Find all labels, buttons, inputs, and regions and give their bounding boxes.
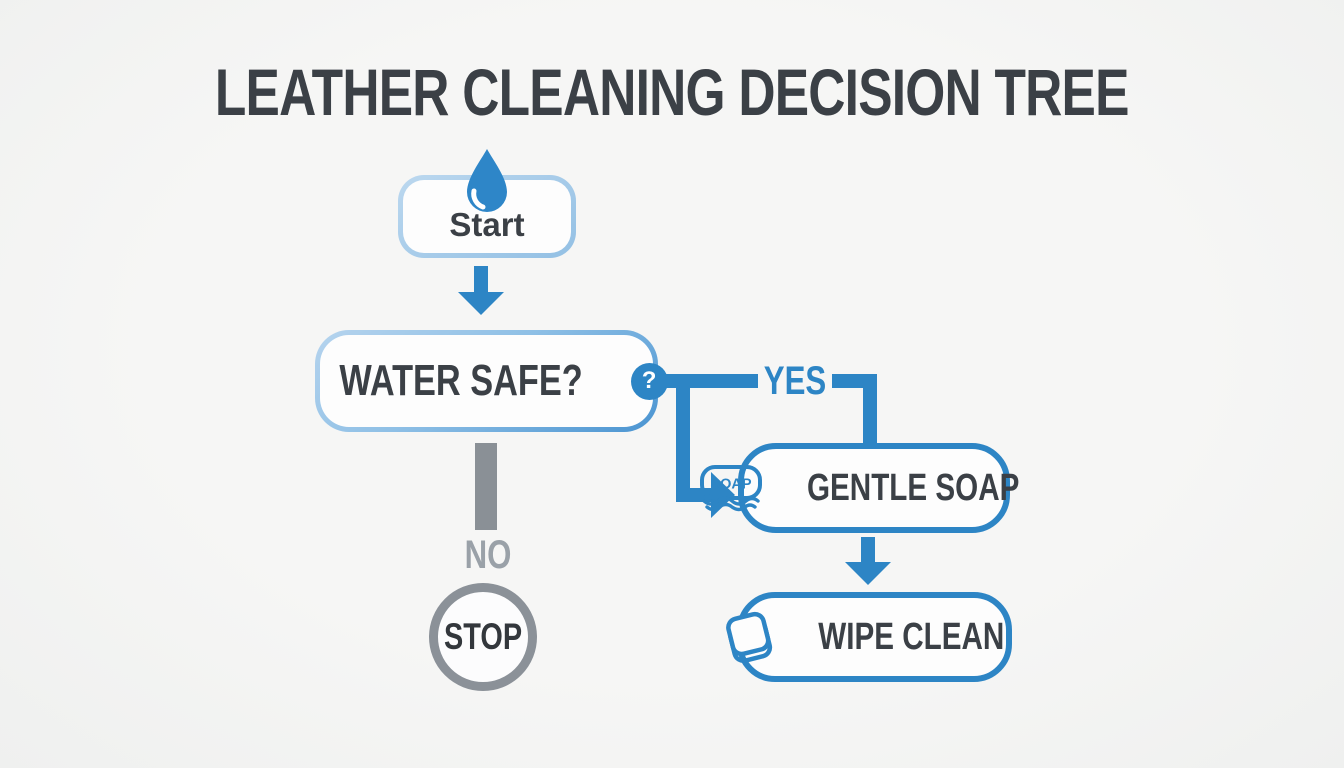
start-label: Start	[449, 206, 525, 243]
yes-connector-horizontal-left	[657, 374, 758, 388]
no-branch-label: NO	[446, 532, 530, 577]
water-safe-label: WATER SAFE?	[339, 356, 584, 405]
cloth-icon	[725, 611, 772, 664]
yes-label-text: YES	[763, 358, 827, 403]
node-stop: STOP	[429, 583, 537, 691]
arrow-stem	[861, 537, 875, 562]
no-label-text: NO	[464, 532, 512, 577]
page-title-text: LEATHER CLEANING DECISION TREE	[215, 55, 1130, 129]
flow-arrow-start-to-watersafe	[458, 266, 504, 315]
yes-connector-vertical-left	[676, 374, 690, 502]
gentle-soap-label: GENTLE SOAP	[807, 466, 1020, 509]
node-water-safe: WATER SAFE? ?	[315, 330, 668, 432]
water-drop-icon	[467, 149, 507, 212]
no-connector-bar	[475, 443, 497, 530]
yes-connector-vertical-right	[863, 374, 877, 444]
arrow-head-icon	[458, 292, 504, 315]
arrow-stem	[474, 266, 488, 292]
flow-arrow-soap-to-wipe	[845, 537, 891, 585]
node-wipe-clean: WIPE CLEAN	[725, 592, 1012, 682]
stop-label: STOP	[443, 616, 523, 657]
soap-bar-icon: SOAP	[700, 465, 763, 512]
yes-branch-label: YES	[756, 356, 834, 406]
arrow-head-icon	[845, 562, 891, 585]
node-gentle-soap: SOAP GENTLE SOAP	[700, 443, 1020, 533]
wipe-clean-label: WIPE CLEAN	[817, 615, 1005, 658]
page-title: LEATHER CLEANING DECISION TREE	[0, 54, 1344, 130]
soap-icon-text: SOAP	[711, 477, 752, 493]
